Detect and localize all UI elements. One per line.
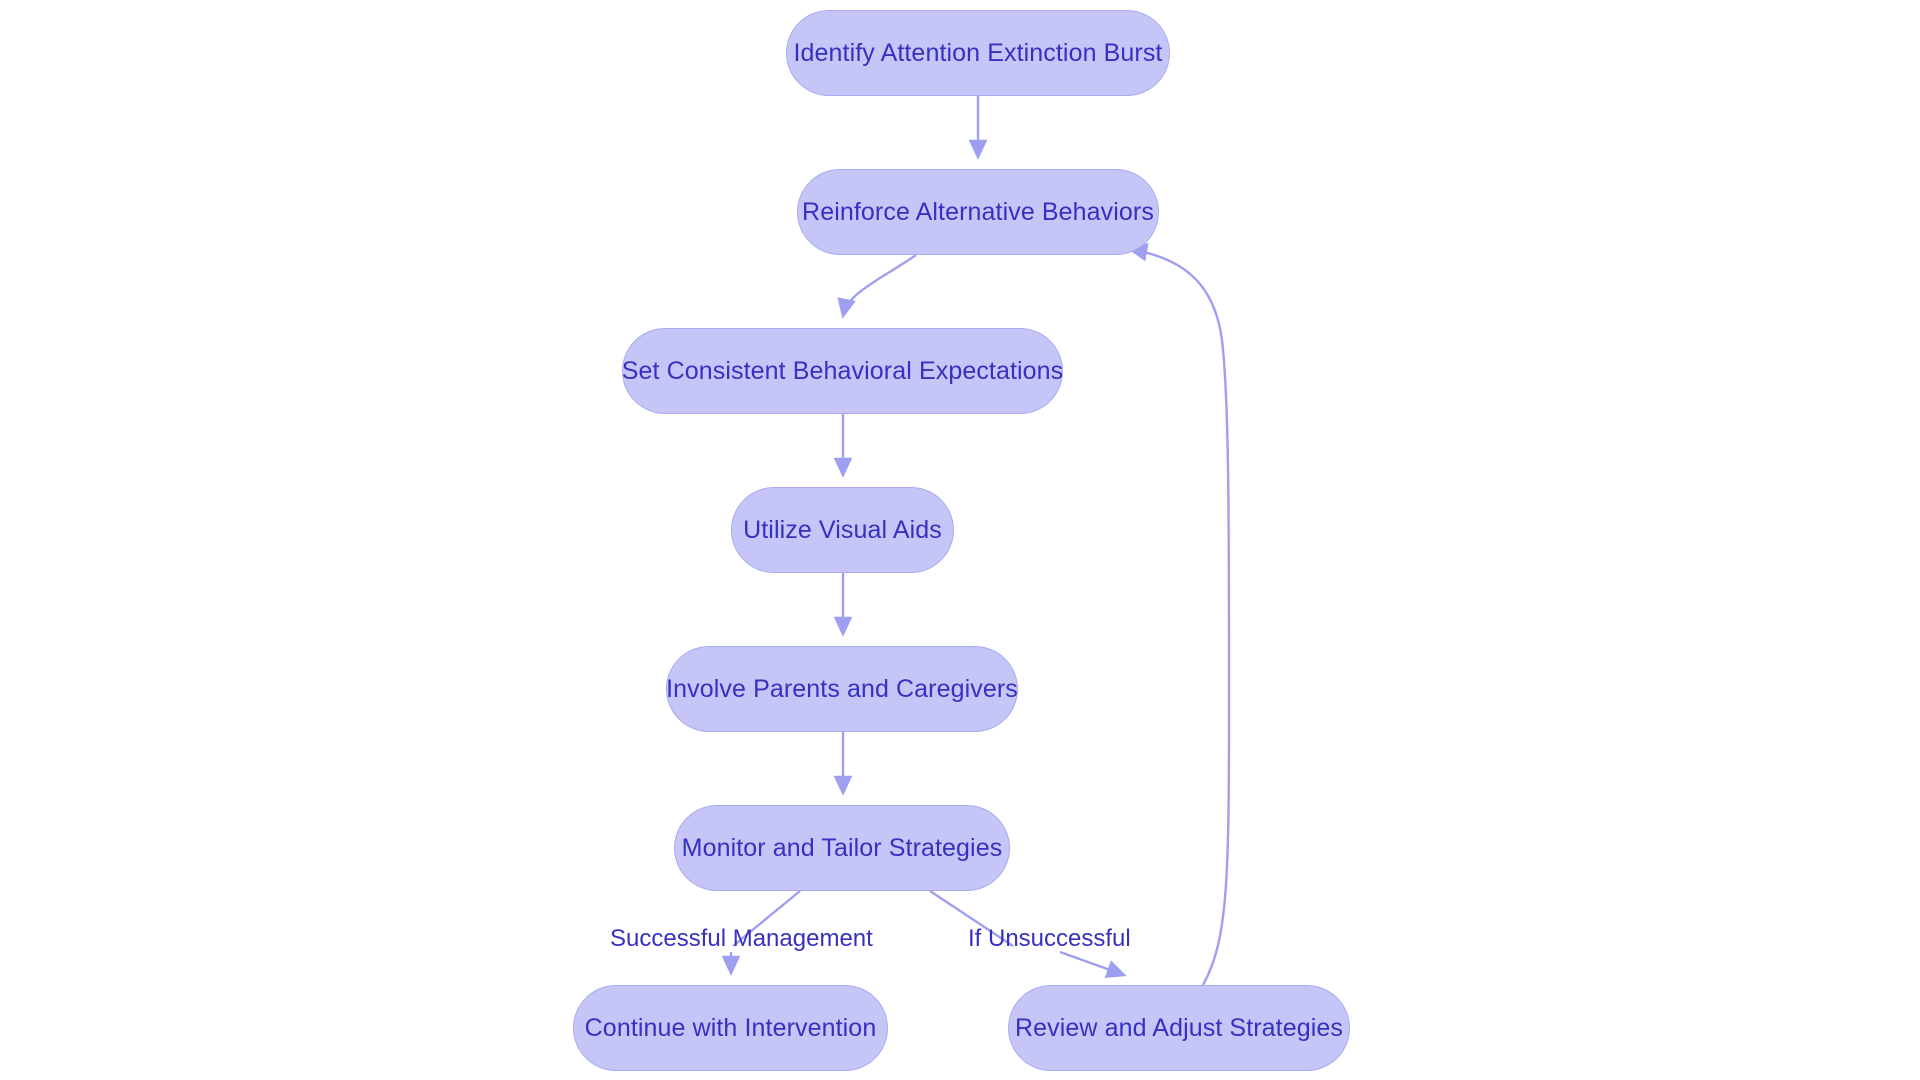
node-utilize-visual-aids[interactable]: Utilize Visual Aids (731, 487, 954, 573)
node-involve-parents-and-caregivers[interactable]: Involve Parents and Caregivers (666, 646, 1018, 732)
node-label: Monitor and Tailor Strategies (681, 833, 1003, 862)
node-label: Review and Adjust Strategies (1015, 1013, 1343, 1042)
edge-review-to-reinforce-loop (1127, 242, 1231, 986)
node-set-consistent-behavioral-expectations[interactable]: Set Consistent Behavioral Expectations (622, 328, 1063, 414)
node-continue-with-intervention[interactable]: Continue with Intervention (573, 985, 888, 1071)
edge-monitor-to-review (929, 889, 1014, 948)
node-review-and-adjust-strategies[interactable]: Review and Adjust Strategies (1008, 985, 1350, 1071)
node-label: Set Consistent Behavioral Expectations (621, 356, 1064, 385)
node-monitor-and-tailor-strategies[interactable]: Monitor and Tailor Strategies (674, 805, 1010, 891)
node-label: Involve Parents and Caregivers (666, 674, 1018, 703)
edge-label-if-unsuccessful: If Unsuccessful (968, 925, 1131, 952)
node-identify-attention-extinction-burst[interactable]: Identify Attention Extinction Burst (786, 10, 1170, 96)
node-reinforce-alternative-behaviors[interactable]: Reinforce Alternative Behaviors (797, 169, 1159, 255)
edge-monitor-to-continue (732, 890, 801, 947)
edge-monitor-to-review-tail (1059, 950, 1127, 978)
node-label: Identify Attention Extinction Burst (793, 38, 1163, 67)
edge-reinforce-to-expect (837, 254, 917, 319)
node-label: Utilize Visual Aids (743, 515, 942, 544)
node-label: Continue with Intervention (584, 1013, 877, 1042)
edge-label-successful-management: Successful Management (610, 925, 873, 952)
node-label: Reinforce Alternative Behaviors (802, 197, 1154, 226)
